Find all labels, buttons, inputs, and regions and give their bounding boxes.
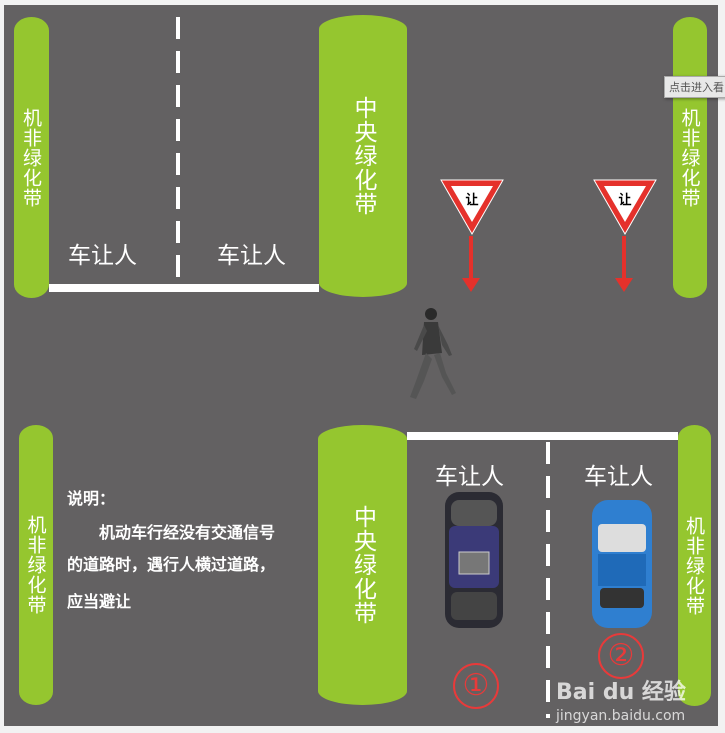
green-belt-label: 中央绿化带 [350, 96, 376, 216]
note-line: 机动车行经没有交通信号 [99, 523, 276, 542]
bike-lane-green-belt-top-right: 机非绿化带 [673, 17, 707, 298]
lane-divider [176, 17, 180, 283]
yield-sign-icon: 让 [440, 179, 504, 236]
arrow-down-icon [615, 236, 633, 292]
baidu-watermark-logo: Bai du 经验 [556, 680, 686, 705]
car-yields-label: 车让人 [217, 243, 286, 269]
bike-lane-green-belt-top-left: 机非绿化带 [14, 17, 49, 298]
tooltip: 点击进入看 [664, 76, 725, 98]
green-belt-label: 机非绿化带 [683, 515, 705, 616]
note-title: 说明： [67, 489, 116, 508]
svg-text:让: 让 [618, 192, 631, 208]
note-line: 应当避让 [67, 592, 132, 611]
svg-text:让: 让 [465, 192, 478, 208]
green-belt-label: 机非绿化带 [678, 107, 701, 208]
car-icon [445, 492, 503, 628]
car-yields-label: 车让人 [584, 464, 653, 490]
central-green-belt-bottom: 中央绿化带 [318, 425, 407, 705]
marker-1: ① [453, 663, 499, 709]
car-icon [592, 500, 652, 628]
lane-divider [546, 442, 550, 718]
green-belt-label: 机非绿化带 [24, 515, 47, 615]
watermark-url: jingyan.baidu.com [556, 708, 686, 724]
note-line: 的道路时，遇行人横过道路， [67, 555, 276, 574]
stop-line [49, 284, 319, 292]
car-yields-label: 车让人 [435, 464, 504, 490]
marker-2: ② [598, 633, 644, 679]
pedestrian-icon [410, 308, 456, 399]
car-yields-label: 车让人 [68, 243, 137, 269]
stop-line [407, 432, 678, 440]
central-green-belt-top: 中央绿化带 [319, 15, 407, 297]
yield-sign-icon: 让 [593, 179, 657, 236]
bike-lane-green-belt-bottom-left: 机非绿化带 [19, 425, 53, 705]
bike-lane-green-belt-bottom-right: 机非绿化带 [678, 425, 711, 706]
green-belt-label: 机非绿化带 [20, 107, 42, 208]
green-belt-label: 中央绿化带 [349, 505, 376, 625]
arrow-down-icon [462, 236, 480, 292]
